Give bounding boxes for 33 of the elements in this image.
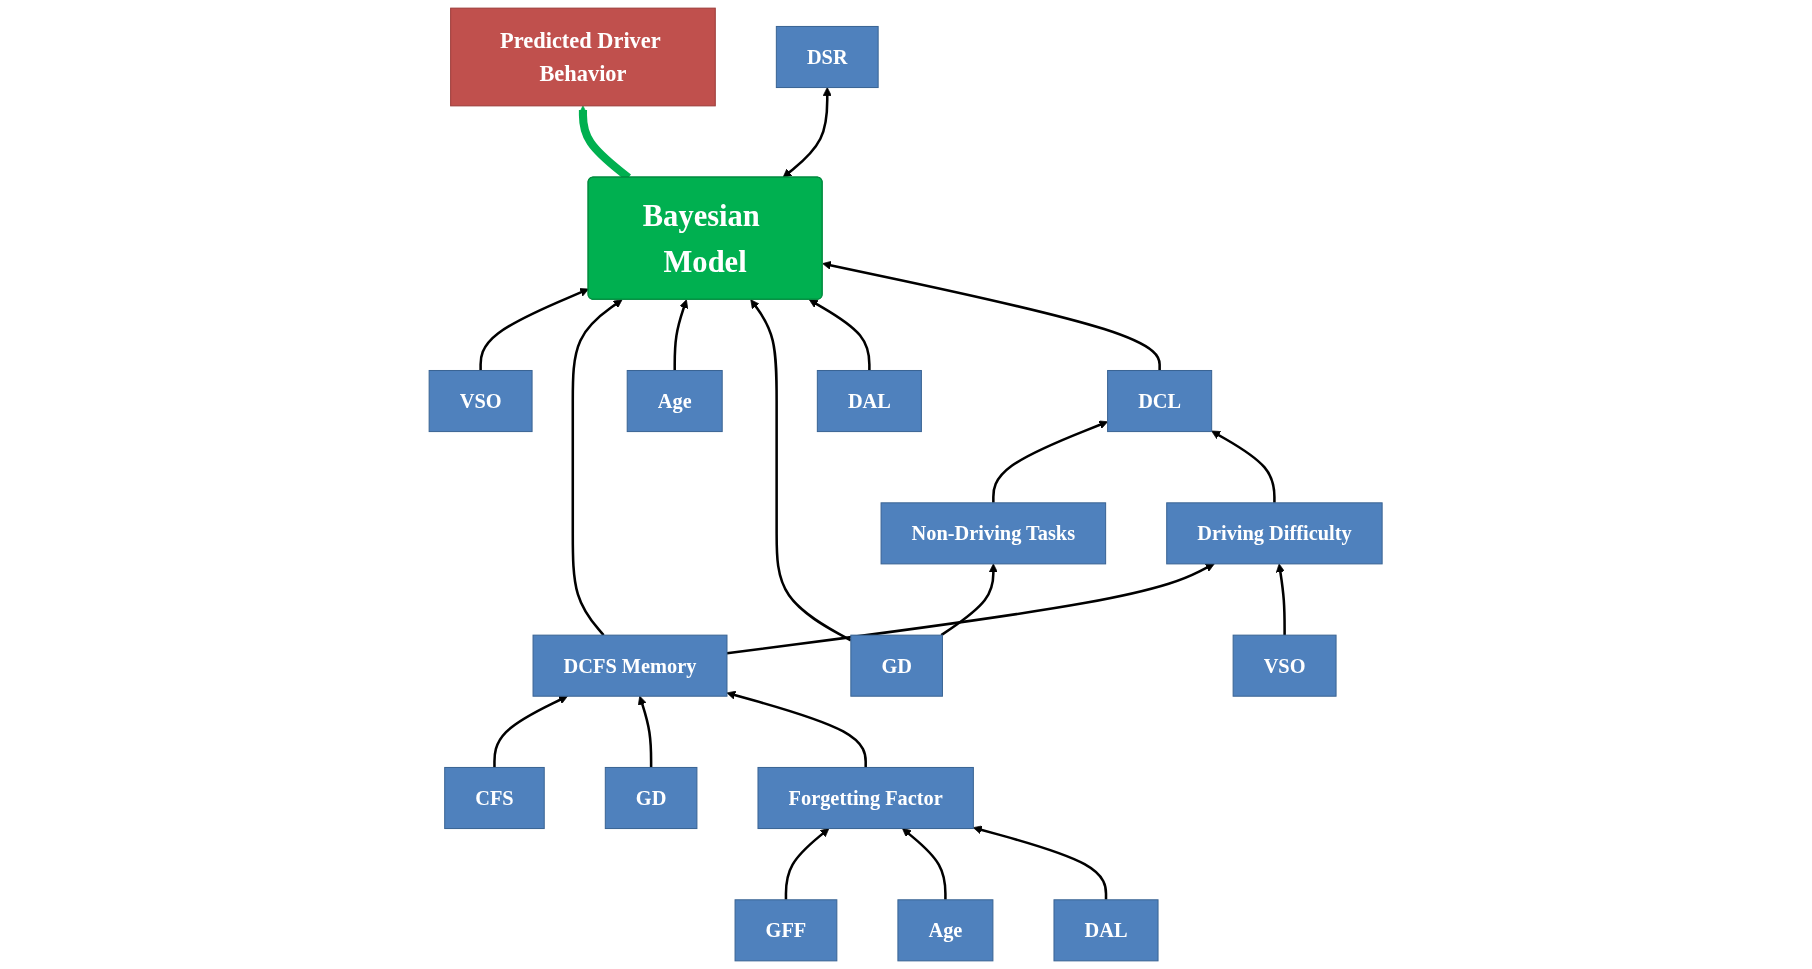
node-box: DSR [776, 25, 879, 89]
arrow [1276, 563, 1287, 636]
node-box: VSO [429, 370, 533, 433]
arrow [638, 695, 653, 768]
arrow [673, 299, 689, 371]
arrow [571, 299, 623, 636]
node-box: GD [850, 634, 944, 697]
arrow [726, 690, 868, 768]
node-box: DCL [1107, 370, 1213, 433]
arrow [750, 299, 852, 642]
node-box: DCFS Memory [532, 634, 728, 697]
node-box: Non-Driving Tasks [880, 502, 1107, 565]
arrow [973, 825, 1108, 900]
arrow [785, 828, 830, 900]
node-box: DAL [1053, 899, 1159, 962]
node-box: GFF [734, 899, 838, 962]
arrow [1211, 430, 1277, 503]
arrow [493, 695, 569, 768]
arrow [783, 87, 833, 178]
node-box: DAL [817, 370, 923, 433]
arrow [940, 563, 999, 637]
arrow [822, 260, 1162, 371]
arrow [902, 828, 948, 900]
node-box: VSO [1233, 634, 1337, 697]
node-box: Predicted Driver Behavior [450, 7, 717, 107]
node-box: GD [605, 766, 698, 830]
arrow [809, 299, 871, 371]
node-box: Driving Difficulty [1166, 502, 1383, 565]
node-box: Age [897, 899, 994, 962]
node-box: Forgetting Factor [757, 766, 975, 830]
arrow [727, 563, 1215, 655]
node-box: Age [627, 370, 724, 433]
node-box: CFS [444, 766, 546, 830]
